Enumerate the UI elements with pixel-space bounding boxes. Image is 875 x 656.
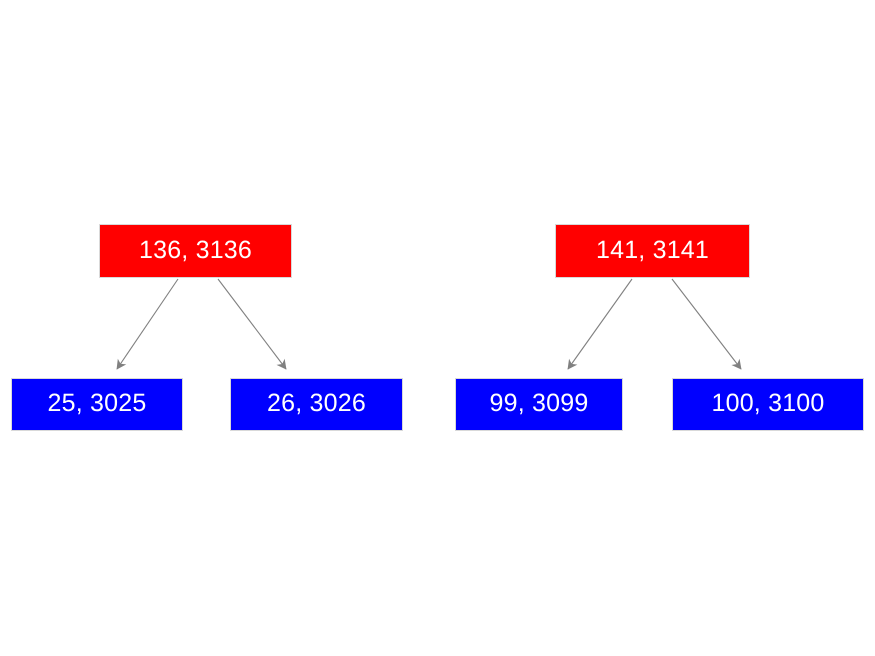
node-n136[interactable]: 136, 3136 (99, 224, 292, 278)
node-label: 100, 3100 (711, 389, 825, 417)
node-label: 25, 3025 (47, 389, 147, 417)
node-n100[interactable]: 100, 3100 (672, 378, 864, 431)
node-n141[interactable]: 141, 3141 (555, 224, 750, 278)
node-label: 136, 3136 (138, 235, 253, 264)
edge-n136-to-n25 (116, 278, 179, 370)
edge-n141-to-n99 (567, 278, 633, 370)
edge-n141-to-n100 (671, 278, 742, 370)
node-n26[interactable]: 26, 3026 (230, 378, 403, 431)
node-n25[interactable]: 25, 3025 (11, 378, 183, 431)
node-label: 26, 3026 (267, 389, 366, 417)
node-n99[interactable]: 99, 3099 (455, 378, 623, 431)
node-label: 99, 3099 (489, 389, 589, 417)
edge-n136-to-n26 (217, 278, 287, 370)
edge-group (116, 278, 742, 370)
node-label: 141, 3141 (595, 235, 710, 264)
